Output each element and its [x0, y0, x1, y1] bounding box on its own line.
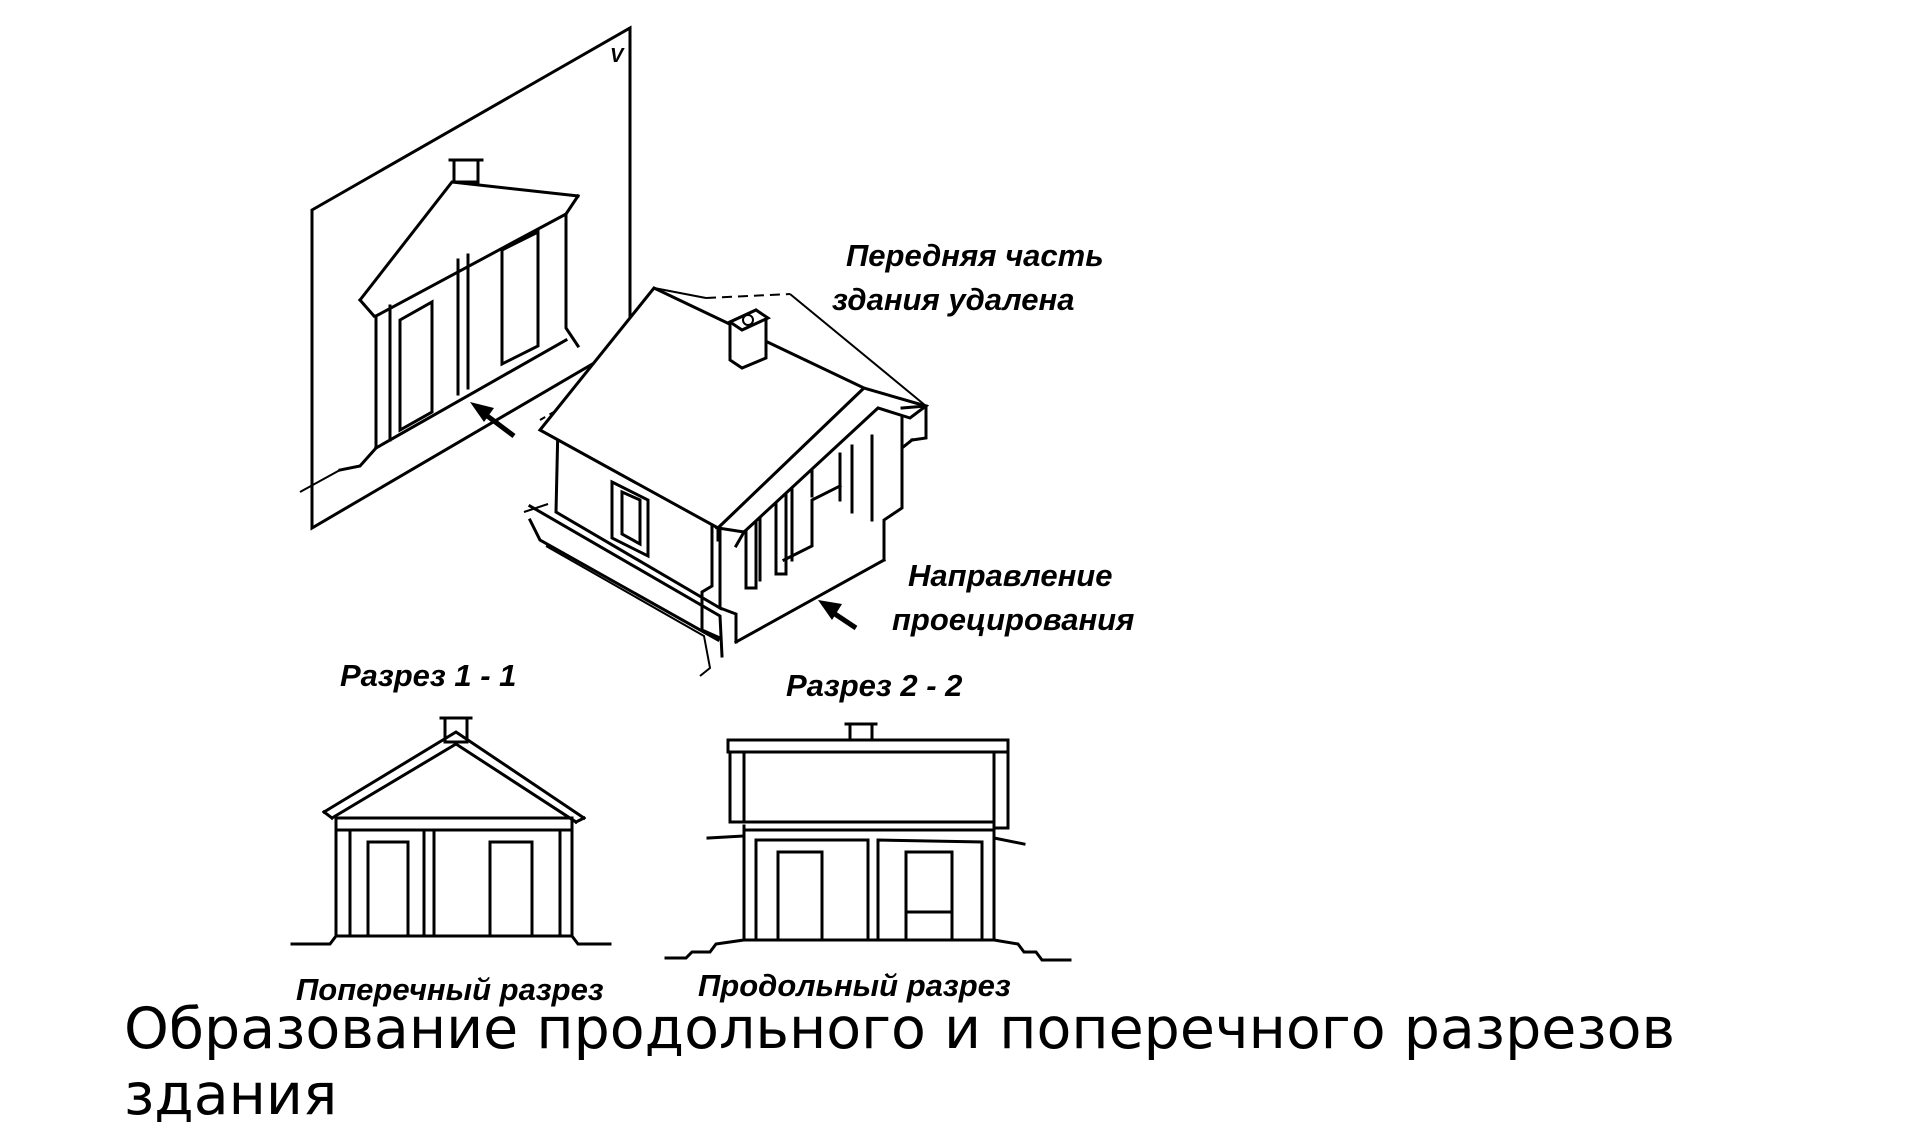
plane-letter-label: V: [610, 45, 625, 67]
projection-direction-label-line2: проецирования: [892, 602, 1134, 637]
section-1-drawing: [290, 716, 612, 946]
arrow-projection-direction: [818, 600, 858, 631]
front-removed-label-line2: здания удалена: [832, 282, 1074, 317]
longitudinal-section-label: Продольный разрез: [698, 968, 1011, 1003]
building-sections-illustration: V: [290, 25, 1134, 1007]
front-removed-label-line1: Передняя часть: [846, 238, 1104, 273]
projection-direction-label-line1: Направление: [908, 558, 1112, 593]
section-2-drawing: [664, 722, 1072, 962]
projected-section-on-plane: [299, 158, 581, 493]
slide-caption: Образование продольного и поперечного ра…: [124, 996, 1676, 1128]
section-1-title: Разрез 1 - 1: [340, 658, 516, 693]
isometric-house: [523, 286, 930, 677]
cross-section-label: Поперечный разрез: [296, 972, 604, 1007]
section-2-title: Разрез 2 - 2: [786, 668, 962, 703]
